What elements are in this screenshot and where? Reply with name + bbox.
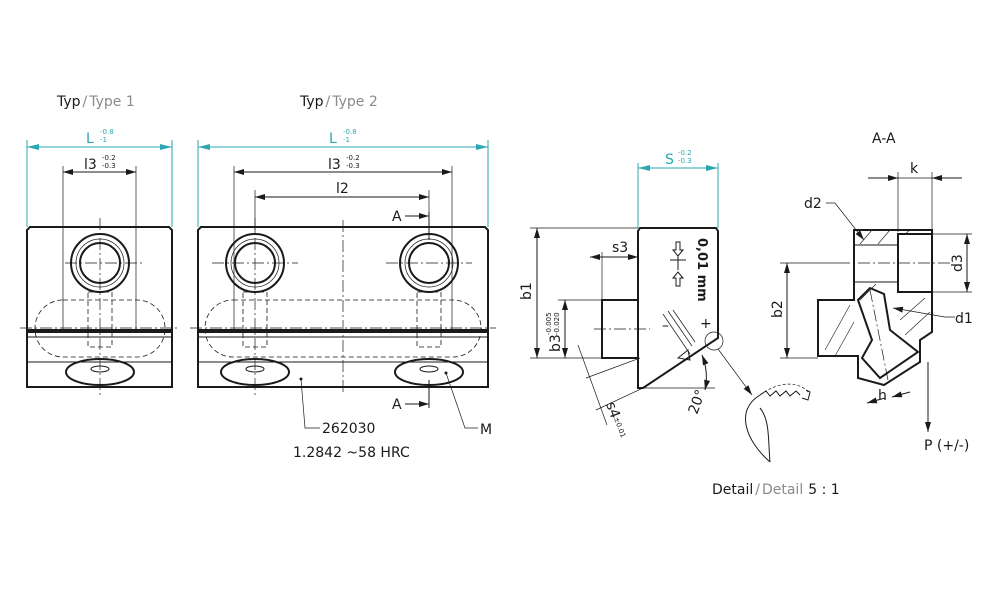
- side-view: S -0.2 -0.3 b1 b3 -0.005 -0.020 s3 0,01 …: [519, 149, 753, 439]
- type1-l3-tol-lower: -0.3: [102, 162, 116, 170]
- part-number: 262030: [322, 421, 375, 437]
- section-mark-bottom: A: [392, 397, 402, 413]
- thread-label: M: [480, 422, 492, 438]
- s4-label: s4: [602, 400, 623, 421]
- b3-label: b3: [548, 334, 564, 352]
- plus-sign: +: [700, 316, 712, 332]
- type1-view: Typ/Type 1 L -0.8 -1 l3 -0.2 -0.3: [20, 94, 180, 395]
- type2-L-tol-upper: -0.8: [343, 128, 357, 136]
- type2-l3-tol-lower: -0.3: [346, 162, 360, 170]
- b3-tol-lower: -0.020: [553, 312, 561, 335]
- engraving-text: 0,01 mm: [694, 238, 709, 302]
- k-label: k: [910, 161, 919, 177]
- adjust-arrows-icon: [670, 241, 686, 287]
- type2-L-tol-lower: -1: [343, 136, 350, 144]
- h-label: h: [878, 388, 887, 404]
- type2-view: Typ/Type 2 L -0.8 -1 l3 -0.2 -0.3 l2 A A: [190, 94, 496, 461]
- minus-sign: –: [662, 318, 669, 334]
- b2-label: b2: [770, 300, 786, 318]
- section-mark-top: A: [392, 209, 402, 225]
- S-tol-lower: -0.3: [678, 157, 692, 165]
- d2-label: d2: [804, 196, 822, 212]
- type1-l3-label: l3: [84, 157, 97, 173]
- type1-L-tol-lower: -1: [100, 136, 107, 144]
- type2-l3-label: l3: [328, 157, 341, 173]
- section-title: A-A: [872, 131, 896, 147]
- S-label: S: [665, 152, 674, 168]
- type1-l3-tol-upper: -0.2: [102, 154, 116, 162]
- material-spec: 1.2842 ~58 HRC: [293, 445, 410, 461]
- type2-l2-label: l2: [336, 181, 349, 197]
- S-tol-upper: -0.2: [678, 149, 692, 157]
- angle-label: 20°: [686, 388, 710, 417]
- triangle-mark-icon: [676, 349, 691, 361]
- type1-L-label: L: [86, 131, 94, 147]
- type2-title: Typ/Type 2: [299, 94, 378, 110]
- type1-title: Typ/Type 1: [56, 94, 135, 110]
- s3-label: s3: [612, 240, 628, 256]
- b3-tol-upper: -0.005: [545, 312, 553, 335]
- d1-label: d1: [955, 311, 973, 327]
- section-a-a: A-A k d3 b2 d2 d1 h P (+/-): [770, 131, 973, 454]
- d3-label: d3: [950, 254, 966, 272]
- type1-L-tol-upper: -0.8: [100, 128, 114, 136]
- b1-label: b1: [519, 282, 535, 300]
- type2-l3-tol-upper: -0.2: [346, 154, 360, 162]
- force-label: P (+/-): [924, 438, 969, 454]
- s4-tol: ±0.01: [612, 416, 627, 439]
- type2-L-label: L: [329, 131, 337, 147]
